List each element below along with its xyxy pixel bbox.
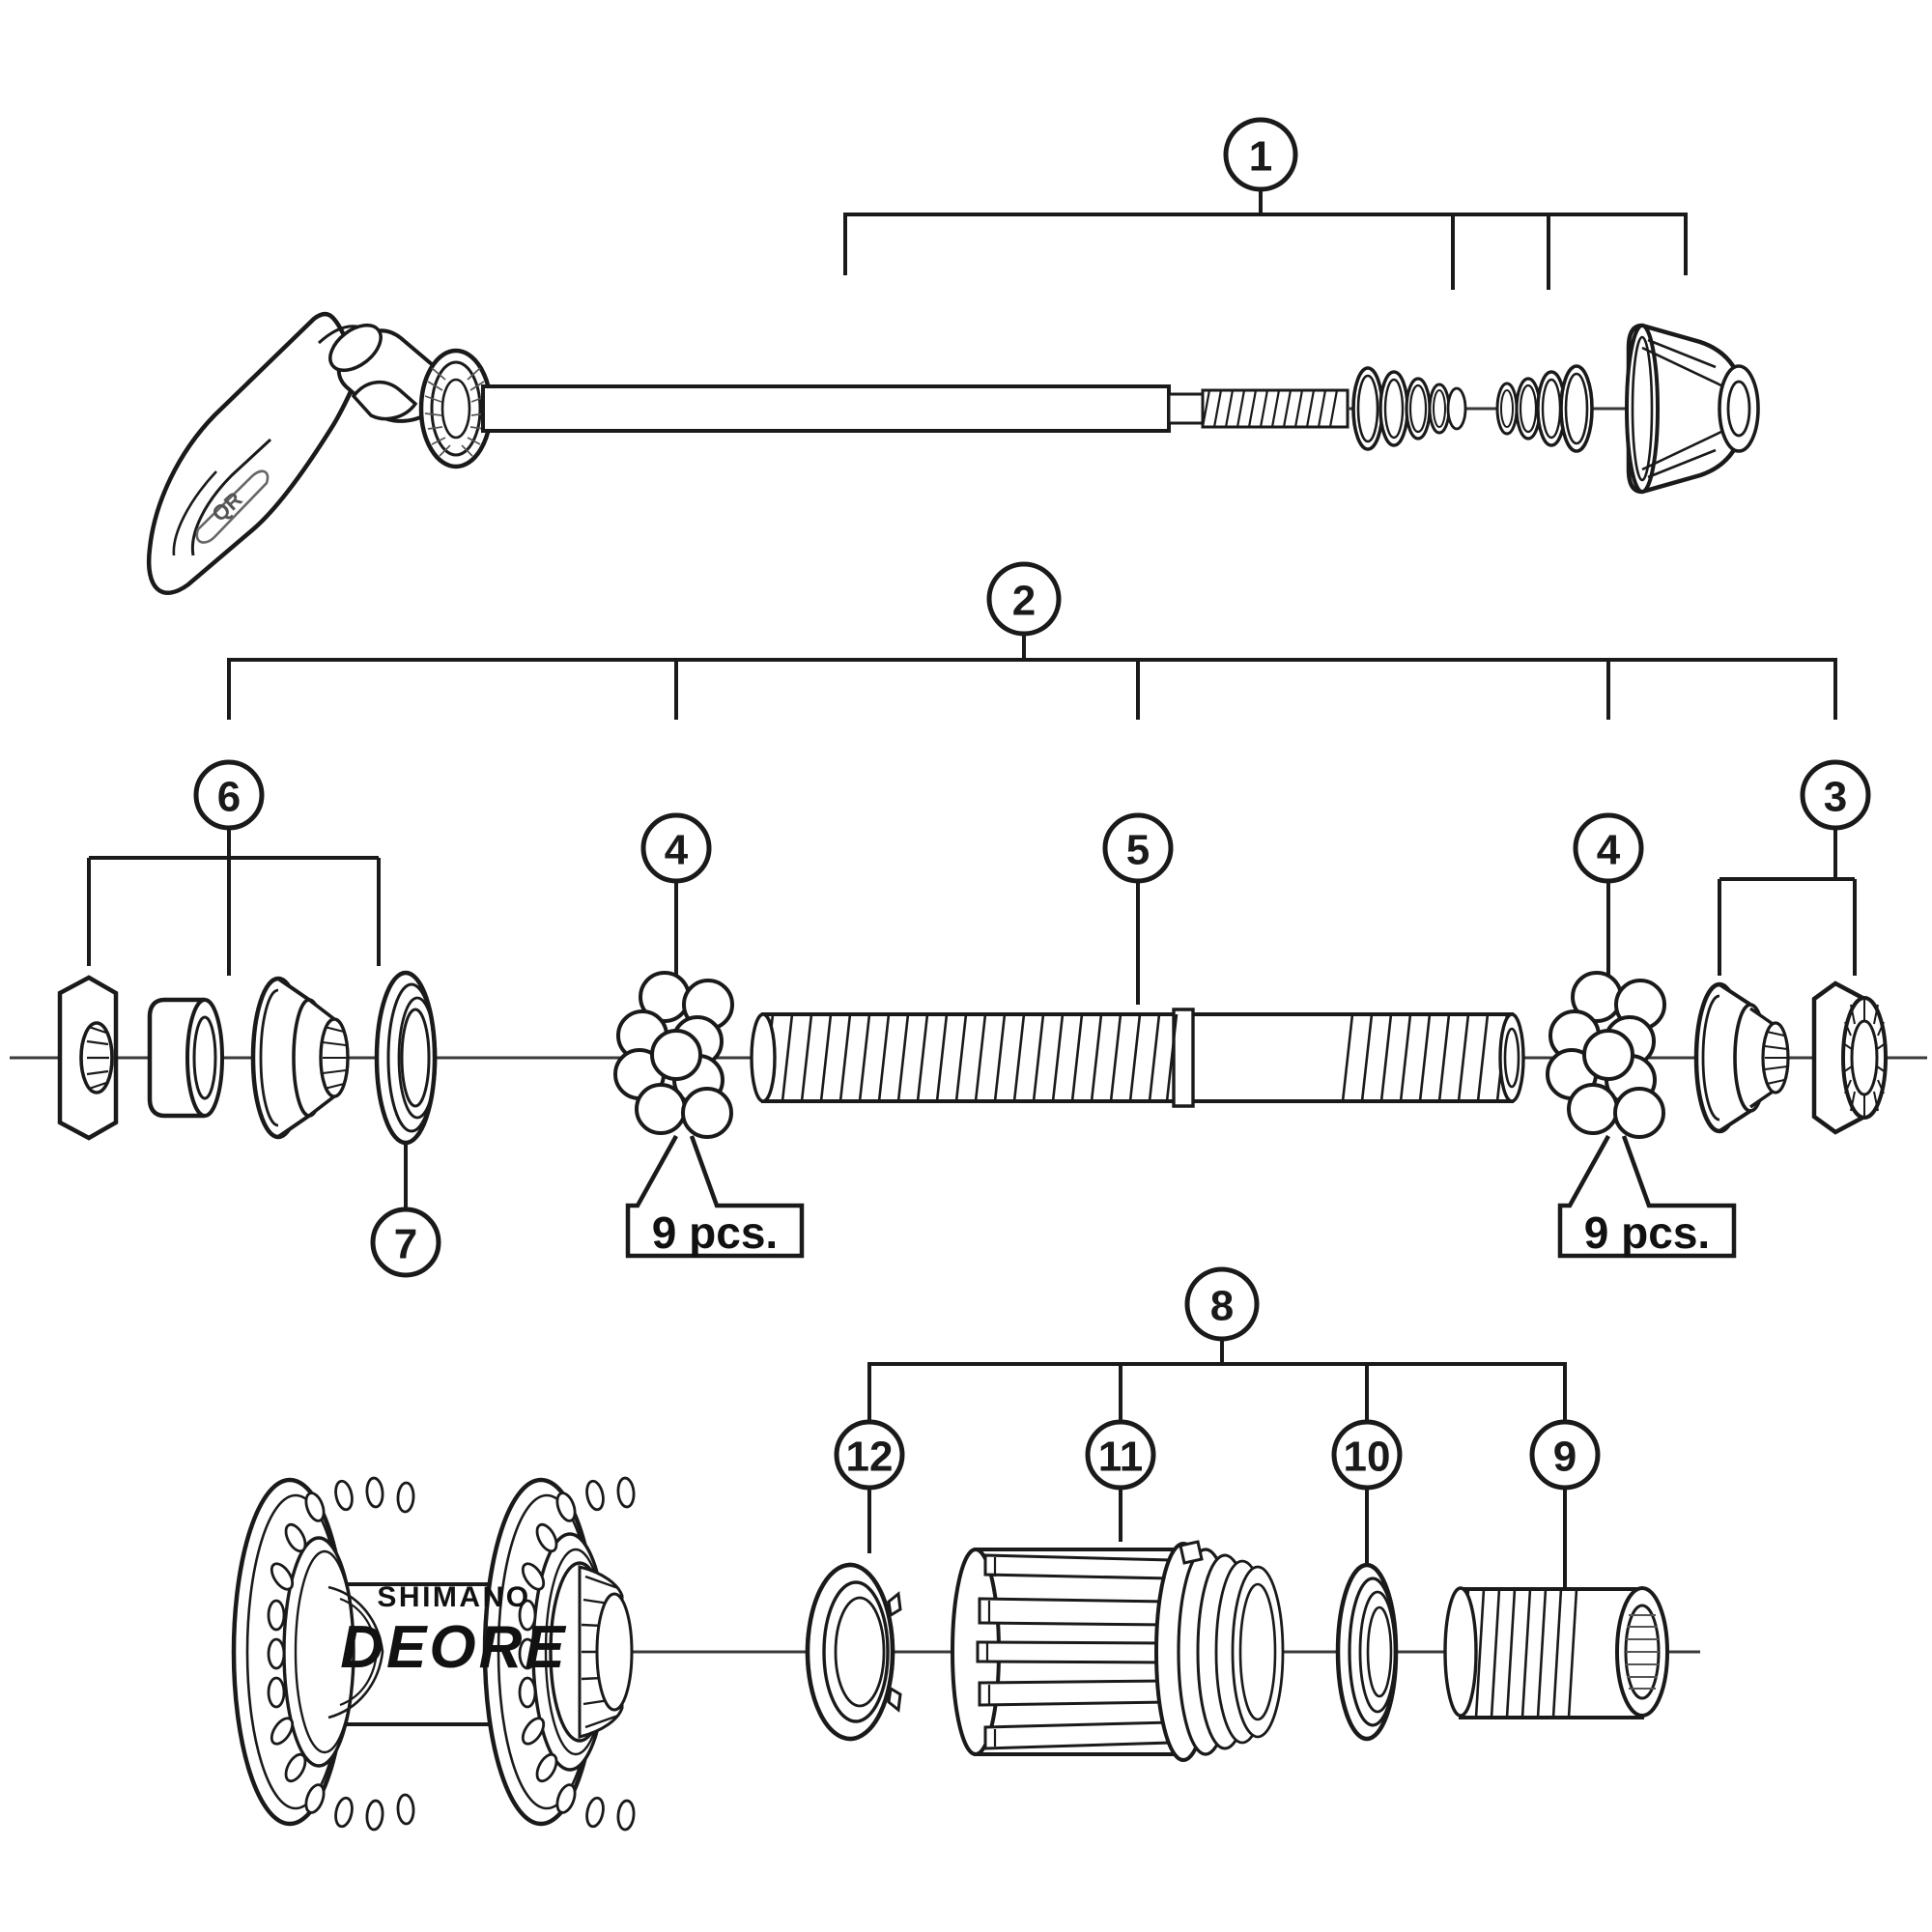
seal-ring xyxy=(1335,1562,1399,1742)
spring-left xyxy=(1351,366,1467,451)
lock-nut-right xyxy=(1811,980,1888,1135)
callout-4-right-label: 4 xyxy=(1597,827,1621,874)
callout-3-bracket xyxy=(1718,828,1857,976)
callout-1-circle xyxy=(1223,117,1298,192)
callout-8-bracket xyxy=(867,1339,1567,1420)
callout-9-label: 9 xyxy=(1553,1434,1577,1481)
callout-5-label: 5 xyxy=(1126,827,1150,874)
quick-release-lever xyxy=(146,311,445,595)
callout-2-label: 2 xyxy=(1012,578,1036,625)
callout-2-circle xyxy=(986,561,1062,637)
brand-shimano-label: SHIMANO xyxy=(377,1581,530,1613)
lock-nut-left xyxy=(57,975,119,1141)
skewer-thread xyxy=(1201,388,1350,429)
pcs-label-right-callout: 9 pcs. xyxy=(1557,1134,1737,1259)
callout-1-bracket xyxy=(843,189,1688,290)
lock-washer xyxy=(805,1562,902,1742)
callout-7-circle xyxy=(370,1207,441,1278)
hub-shell xyxy=(231,1476,636,1832)
pcs-label-right: 9 pcs. xyxy=(1584,1208,1710,1258)
row-quick-release: 1 QR xyxy=(146,117,1760,595)
row-hub-shell: 8 12 11 10 9 xyxy=(231,1266,1700,1832)
freehub-thread-end xyxy=(1154,1542,1285,1762)
pcs-label-left-callout: 9 pcs. xyxy=(625,1134,805,1259)
row-axle-assembly: 2 6 4 5 4 3 xyxy=(10,561,1927,1278)
callout-1-label: 1 xyxy=(1249,133,1272,181)
lever-pivot-boss xyxy=(418,348,494,469)
callout-3-label: 3 xyxy=(1824,774,1847,821)
cone-left xyxy=(250,976,350,1140)
dust-cap xyxy=(374,970,438,1146)
callout-12-label: 12 xyxy=(846,1434,894,1481)
axle xyxy=(750,1008,1525,1108)
bolt-socket-knurl xyxy=(1626,1614,1659,1690)
spring-right xyxy=(1495,364,1594,453)
ball-bearings-right xyxy=(1546,971,1666,1139)
cone-right xyxy=(1693,981,1790,1134)
callout-11-label: 11 xyxy=(1098,1434,1144,1481)
brand-deore-label: DEORE xyxy=(340,1614,567,1681)
freehub-fixing-bolt xyxy=(1443,1586,1669,1719)
right-flange-spoke-holes xyxy=(518,1476,636,1832)
callout-4-left-label: 4 xyxy=(665,827,689,874)
left-flange-spoke-holes xyxy=(267,1476,415,1832)
callout-6-bracket xyxy=(87,828,381,976)
axle-thread-left xyxy=(761,1013,1179,1102)
callout-8-label: 8 xyxy=(1210,1283,1234,1330)
spacer-left xyxy=(147,997,224,1119)
ball-bearings-left xyxy=(613,971,734,1139)
freehub-body xyxy=(951,1540,1285,1762)
pcs-label-left: 9 pcs. xyxy=(652,1208,778,1258)
adjusting-nut xyxy=(1625,323,1760,495)
skewer-rod xyxy=(481,384,1642,433)
callout-10-label: 10 xyxy=(1344,1434,1391,1481)
callout-8-circle xyxy=(1184,1266,1260,1342)
callout-2-bracket xyxy=(227,634,1837,720)
callout-7-label: 7 xyxy=(394,1221,417,1268)
hub-spline-interface xyxy=(549,1561,634,1743)
callout-6-label: 6 xyxy=(217,774,241,821)
